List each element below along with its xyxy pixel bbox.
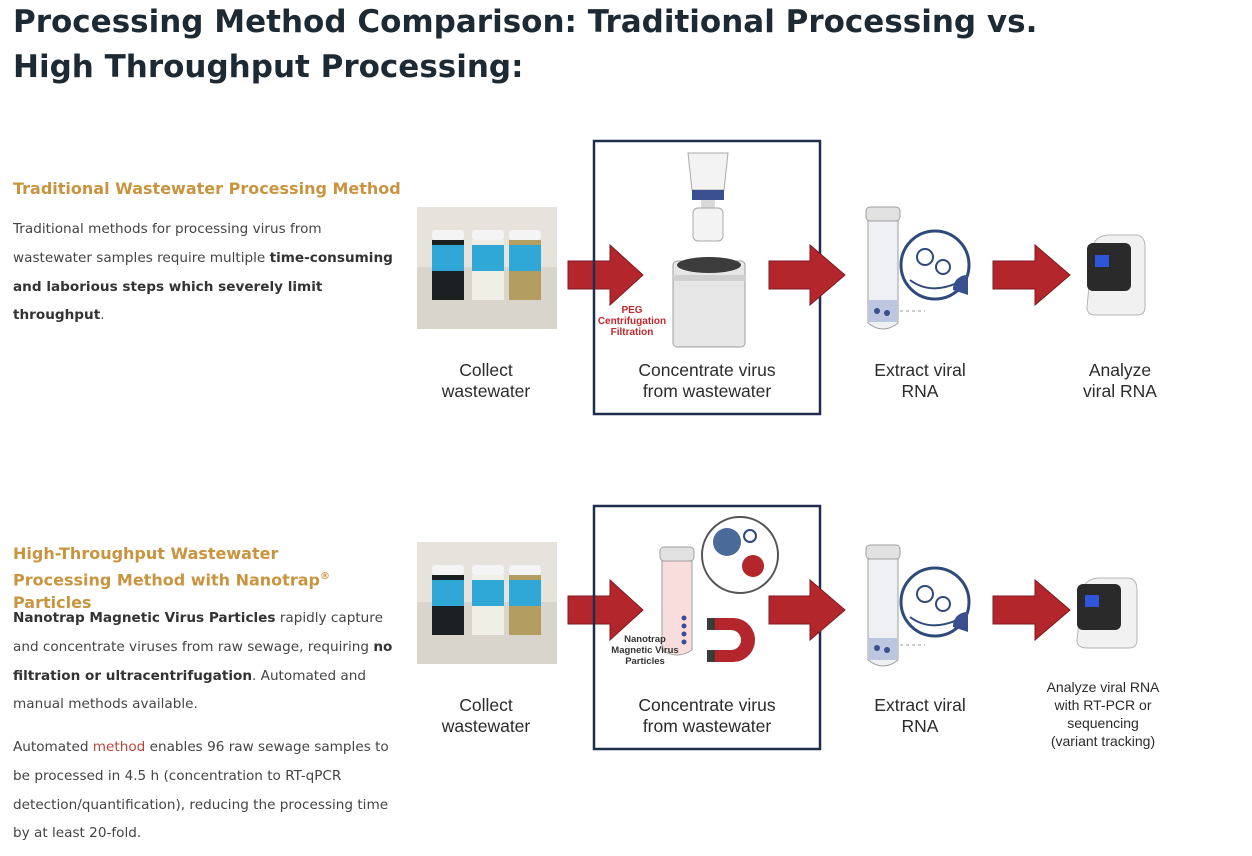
- red-arrow-icon: [992, 578, 1071, 642]
- red-arrow-icon: [768, 243, 846, 307]
- high-throughput-heading: High-Throughput Wastewater Processing Me…: [13, 544, 330, 613]
- red-arrow-icon: [567, 578, 644, 642]
- virus-magnifier-icon: [899, 229, 971, 312]
- traditional-description: Traditional methods for processing virus…: [13, 221, 393, 324]
- traditional-heading: Traditional Wastewater Processing Method: [13, 179, 401, 198]
- peg-method-tags: PEG Centrifugation Filtration: [597, 305, 667, 338]
- method-link[interactable]: method: [92, 739, 146, 755]
- tube-icon: [659, 546, 695, 656]
- tube-icon: [865, 544, 901, 667]
- filter-flask-icon: [687, 152, 729, 242]
- magnet-icon: [707, 618, 755, 662]
- page-title: Processing Method Comparison: Traditiona…: [13, 4, 1038, 85]
- pcr-instrument-icon: [1076, 577, 1138, 649]
- high-throughput-description-2: Automated method enables 96 raw sewage s…: [13, 739, 389, 842]
- sample-jars-photo: [417, 542, 557, 664]
- high-throughput-diagram: Nanotrap Magnetic Virus Particles Collec…: [405, 500, 1165, 790]
- virus-magnifier-icon: [899, 566, 971, 646]
- virus-magnifier-icon: [701, 516, 779, 594]
- red-arrow-icon: [768, 578, 846, 642]
- pcr-instrument-icon: [1086, 234, 1146, 316]
- sample-jars-photo: [417, 207, 557, 329]
- red-arrow-icon: [567, 243, 644, 307]
- nanotrap-method-tags: Nanotrap Magnetic Virus Particles: [611, 634, 679, 667]
- high-throughput-description-1: Nanotrap Magnetic Virus Particles rapidl…: [13, 610, 393, 713]
- red-arrow-icon: [992, 243, 1071, 307]
- step-analyze-label: Analyze viral RNA with RT-PCR or sequenc…: [1046, 679, 1160, 749]
- centrifuge-icon: [672, 257, 746, 348]
- tube-icon: [865, 206, 901, 330]
